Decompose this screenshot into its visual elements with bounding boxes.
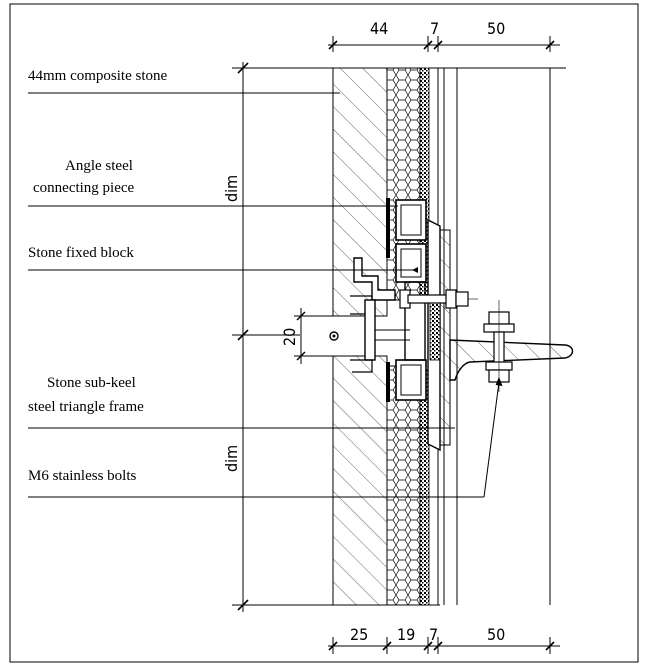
- bottom-dimension-row: 25 19 7 50: [328, 625, 560, 654]
- dim-vertical-upper: dim: [222, 175, 241, 202]
- upper-bolt: [399, 289, 478, 309]
- leader-lines: [28, 92, 503, 498]
- dim-bottom-25: 25: [350, 625, 368, 644]
- label-m6-bolts: M6 stainless bolts: [28, 468, 137, 484]
- dim-bottom-19: 19: [397, 625, 415, 644]
- dim-bottom-7: 7: [429, 625, 438, 644]
- joint-dimension: 20: [280, 308, 339, 364]
- sub-keel-plate: [427, 218, 451, 452]
- dim-top-50: 50: [487, 19, 505, 38]
- dim-joint-20: 20: [280, 328, 299, 346]
- dim-vertical-lower: dim: [222, 445, 241, 472]
- dim-top-7: 7: [430, 19, 439, 38]
- dim-top-44: 44: [370, 19, 388, 38]
- stone-fixed-block: [350, 257, 426, 373]
- top-dimension-row: 44 7 50: [328, 19, 560, 52]
- callout-labels: 44mm composite stone Angle steel connect…: [28, 68, 167, 484]
- label-angle-steel-line1: Angle steel: [65, 158, 133, 174]
- angle-steel-connecting-piece: [386, 198, 427, 402]
- steel-triangle-frame: [449, 300, 574, 392]
- label-sub-keel-line1: Stone sub-keel: [47, 375, 136, 391]
- label-sub-keel-line2: steel triangle frame: [28, 399, 144, 415]
- vertical-dimension: dim dim: [222, 62, 440, 612]
- label-composite-stone: 44mm composite stone: [28, 68, 167, 84]
- drawing-frame: [9, 3, 639, 663]
- dim-bottom-50: 50: [487, 625, 505, 644]
- label-angle-steel-line2: connecting piece: [33, 180, 135, 196]
- label-stone-fixed-block: Stone fixed block: [28, 245, 134, 261]
- composite-stone-panels: [332, 67, 430, 606]
